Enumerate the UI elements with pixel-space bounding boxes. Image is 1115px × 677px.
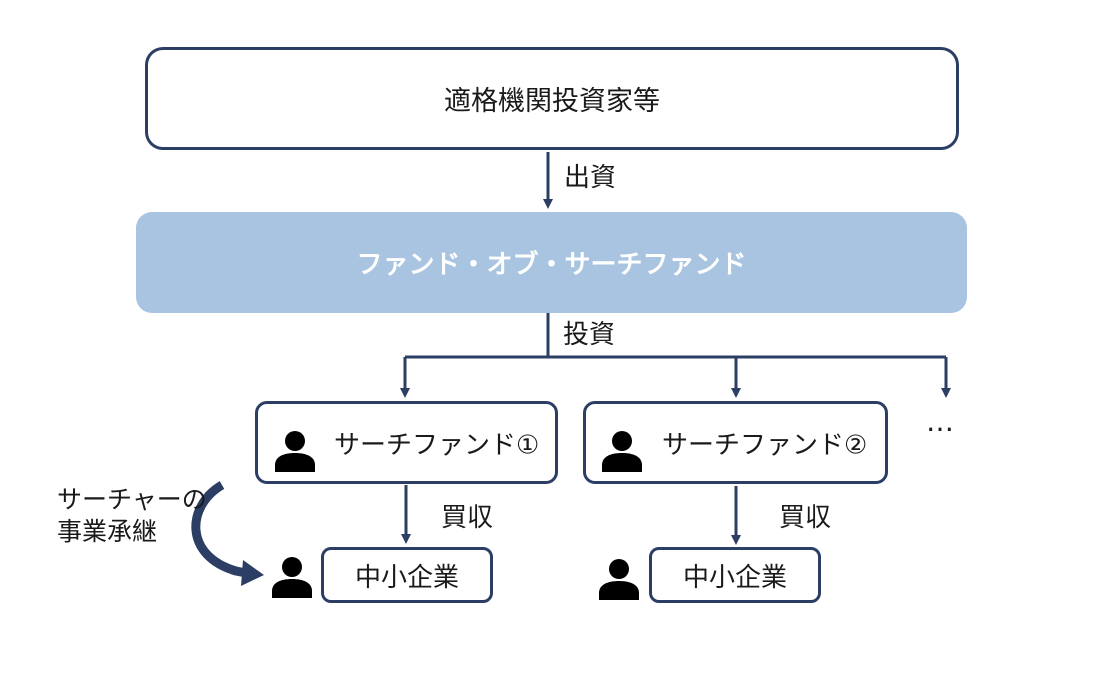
- succession-line-1: サーチャーの: [57, 485, 207, 514]
- investors-label: 適格機関投資家等: [444, 86, 660, 117]
- person-icon: [275, 431, 315, 472]
- investors-box: 適格機関投資家等: [145, 47, 959, 150]
- succession-line-2: 事業承継: [57, 517, 158, 546]
- search-fund-2-label: サーチファンド②: [662, 430, 868, 460]
- edge-label-capital: 出資: [564, 163, 617, 193]
- person-icon: [599, 559, 639, 600]
- more-ellipsis: …: [926, 405, 956, 438]
- search-fund-1-label: サーチファンド①: [334, 430, 540, 460]
- fund-of-funds-label: ファンド・オブ・サーチファンド: [356, 250, 747, 280]
- person-icon: [272, 557, 312, 598]
- edge-label-acquire-1: 買収: [441, 503, 494, 533]
- sme-1-label: 中小企業: [354, 562, 459, 593]
- edge-label-acquire-2: 買収: [779, 503, 832, 533]
- edge-label-invest: 投資: [563, 320, 616, 350]
- sme-2-box: 中小企業: [649, 547, 821, 603]
- search-fund-1-box: サーチファンド①: [255, 401, 558, 484]
- succession-note: サーチャーの 事業承継: [57, 484, 207, 548]
- sme-2-label: 中小企業: [682, 562, 787, 593]
- sme-1-box: 中小企業: [321, 547, 493, 603]
- succession-curved-arrow: [191, 481, 264, 586]
- search-fund-2-box: サーチファンド②: [583, 401, 888, 484]
- person-icon: [602, 431, 642, 472]
- fund-of-funds-box: ファンド・オブ・サーチファンド: [136, 212, 967, 313]
